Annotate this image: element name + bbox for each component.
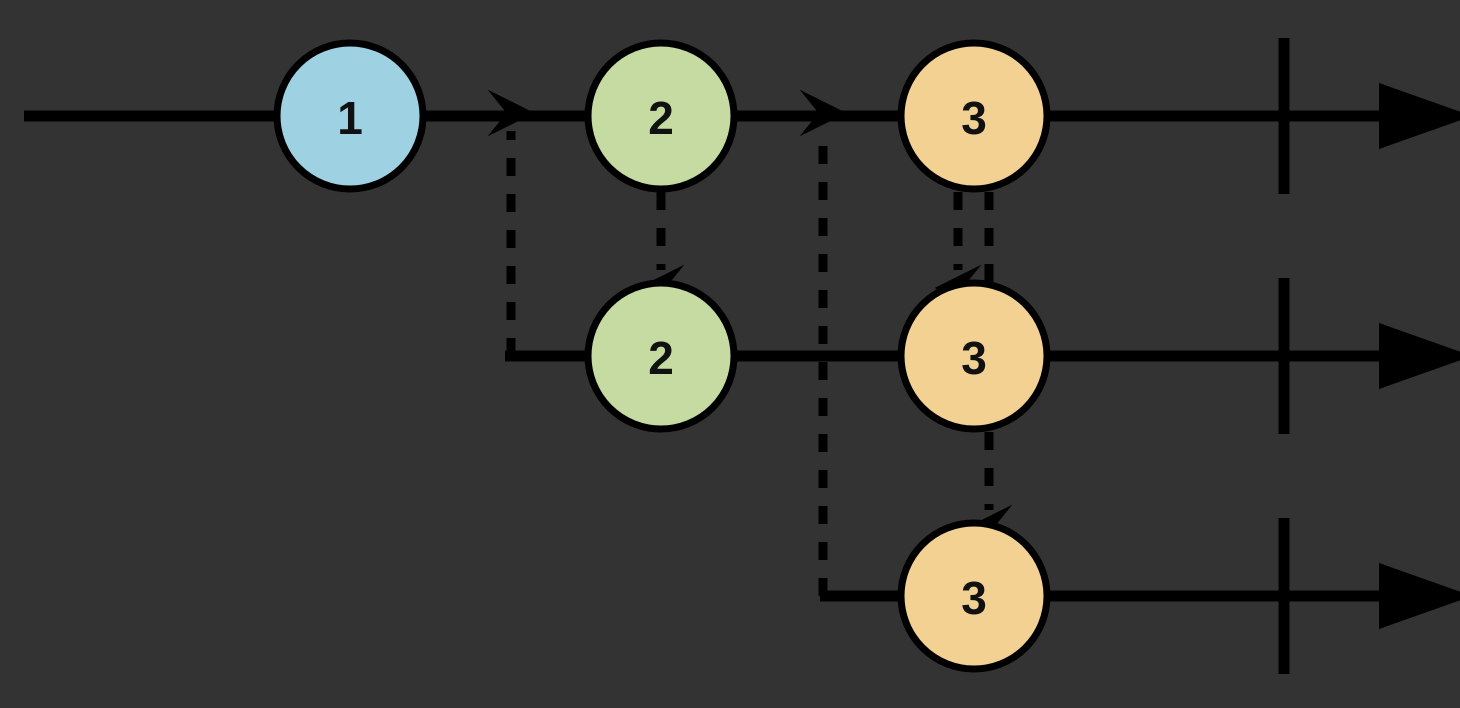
node-circle[interactable] [897, 279, 1051, 433]
node-2-b[interactable]: 2 [584, 279, 738, 433]
node-circle[interactable] [273, 39, 427, 193]
node-2-a[interactable]: 2 [584, 39, 738, 193]
node-3-c[interactable]: 3 [897, 519, 1051, 673]
node-label: 2 [648, 92, 674, 144]
node-1-a[interactable]: 1 [273, 39, 427, 193]
node-3-b[interactable]: 3 [897, 279, 1051, 433]
node-circle[interactable] [897, 39, 1051, 193]
node-label: 3 [961, 92, 987, 144]
node-circle[interactable] [897, 519, 1051, 673]
node-3-a[interactable]: 3 [897, 39, 1051, 193]
node-label: 3 [961, 332, 987, 384]
node-label: 3 [961, 572, 987, 624]
node-label: 2 [648, 332, 674, 384]
node-label: 1 [337, 92, 363, 144]
node-circle[interactable] [584, 279, 738, 433]
dashed-connectors [487, 89, 1013, 596]
node-circle[interactable] [584, 39, 738, 193]
